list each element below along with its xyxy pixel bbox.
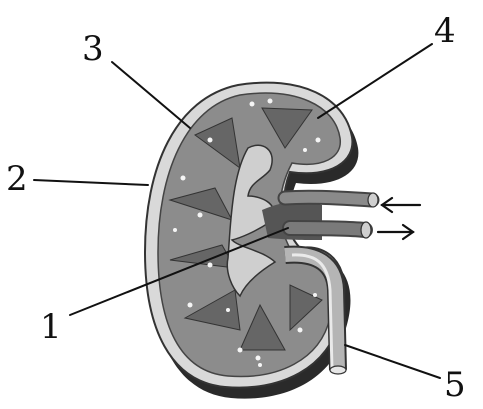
label-3: 3: [82, 29, 104, 69]
label-5: 5: [444, 365, 466, 405]
leader-5: [345, 345, 440, 378]
label-2: 2: [6, 159, 28, 199]
label-4: 4: [434, 11, 456, 51]
leader-3: [112, 62, 190, 128]
flow-arrows: [378, 198, 420, 239]
leader-4: [318, 44, 432, 118]
label-1: 1: [40, 307, 62, 347]
leader-2: [34, 180, 148, 185]
